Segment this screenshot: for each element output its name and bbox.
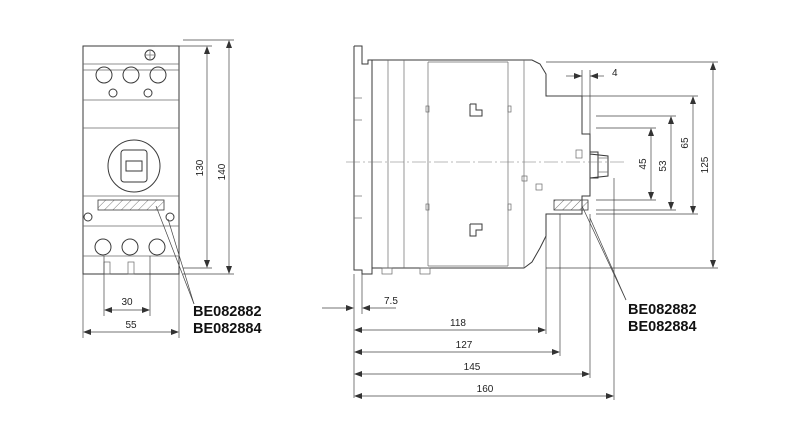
aux-screw-icon	[143, 88, 153, 98]
front-part-number-2: BE082884	[193, 321, 262, 337]
side-part-number-1: BE082882	[628, 302, 697, 318]
dim-118-text: 118	[450, 318, 466, 329]
rotary-knob-icon	[107, 139, 161, 193]
dim-53-text: 53	[658, 160, 669, 172]
dim-55-text: 55	[125, 320, 137, 331]
knob-grip	[125, 160, 143, 172]
dim-130-text: 130	[195, 159, 206, 176]
knob-handle	[120, 149, 148, 183]
side-part-number-2: BE082884	[628, 319, 697, 335]
aux-screw-icon	[108, 88, 118, 98]
terminal-icon	[148, 238, 166, 256]
dim-4-text: 4	[612, 68, 618, 79]
side-mounting-plate	[353, 45, 373, 275]
front-view: 130 140 30 55 BE082882 BE082884	[82, 39, 262, 338]
dim-145-text: 145	[464, 362, 481, 373]
terminal-icon	[121, 238, 139, 256]
dim-7-5-text: 7.5	[384, 296, 398, 307]
terminal-icon	[149, 66, 167, 84]
terminal-icon	[95, 66, 113, 84]
dim-30-text: 30	[121, 297, 133, 308]
terminal-icon	[122, 66, 140, 84]
dim-45-text: 45	[638, 158, 649, 170]
front-part-number-1: BE082882	[193, 304, 262, 320]
mounting-rail-section	[97, 199, 165, 211]
dim-140-text: 140	[217, 163, 228, 180]
side-rail-section	[553, 199, 589, 211]
terminal-icon	[94, 238, 112, 256]
dim-127-text: 127	[456, 340, 473, 351]
dim-65-text: 65	[680, 137, 691, 149]
side-view: 4 45 53 65 125 BE082882 BE082884	[322, 45, 718, 400]
dim-160-text: 160	[477, 384, 494, 395]
side-body-outline	[372, 59, 609, 269]
dim-125-text: 125	[700, 156, 711, 173]
